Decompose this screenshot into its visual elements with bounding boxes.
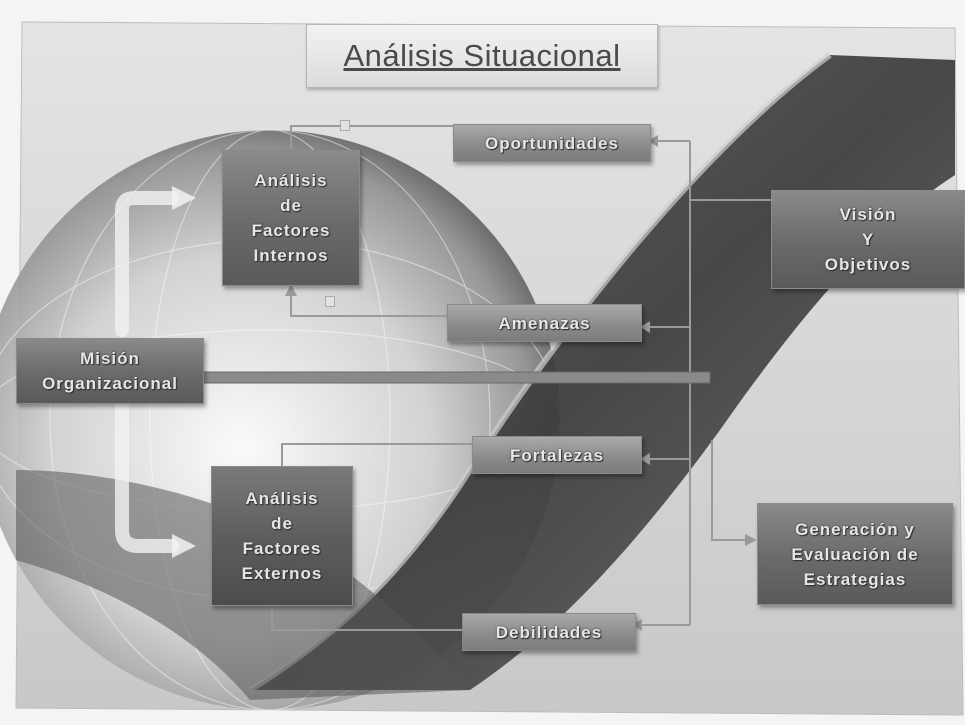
node-estrategias-label: Generación y Evaluación de Estrategias xyxy=(791,519,919,589)
node-fortalezas-label: Fortalezas xyxy=(509,445,605,465)
node-debilidades-label: Debilidades xyxy=(495,622,603,642)
node-mision: Misión Organizacional xyxy=(16,338,204,404)
node-oportunidades: Oportunidades xyxy=(453,124,651,162)
node-fortalezas: Fortalezas xyxy=(472,436,642,474)
node-oportunidades-label: Oportunidades xyxy=(485,133,619,153)
node-estrategias: Generación y Evaluación de Estrategias xyxy=(757,503,953,605)
node-factores-internos: Análisis de Factores Internos xyxy=(222,150,360,286)
node-debilidades: Debilidades xyxy=(462,613,636,651)
node-amenazas-label: Amenazas xyxy=(498,313,591,333)
node-factores-externos-label: Análisis de Factores Externos xyxy=(241,489,323,583)
node-factores-internos-label: Análisis de Factores Internos xyxy=(251,171,331,265)
node-vision-label: Visión Y Objetivos xyxy=(824,205,912,274)
connector-label xyxy=(340,120,350,131)
node-amenazas: Amenazas xyxy=(447,304,642,342)
title-box: Análisis Situacional xyxy=(306,24,658,88)
node-vision: Visión Y Objetivos xyxy=(771,190,965,289)
node-mision-label: Misión Organizacional xyxy=(42,349,178,393)
node-factores-externos: Análisis de Factores Externos xyxy=(211,466,353,606)
page-title: Análisis Situacional xyxy=(343,38,621,73)
connector-label xyxy=(325,296,335,307)
